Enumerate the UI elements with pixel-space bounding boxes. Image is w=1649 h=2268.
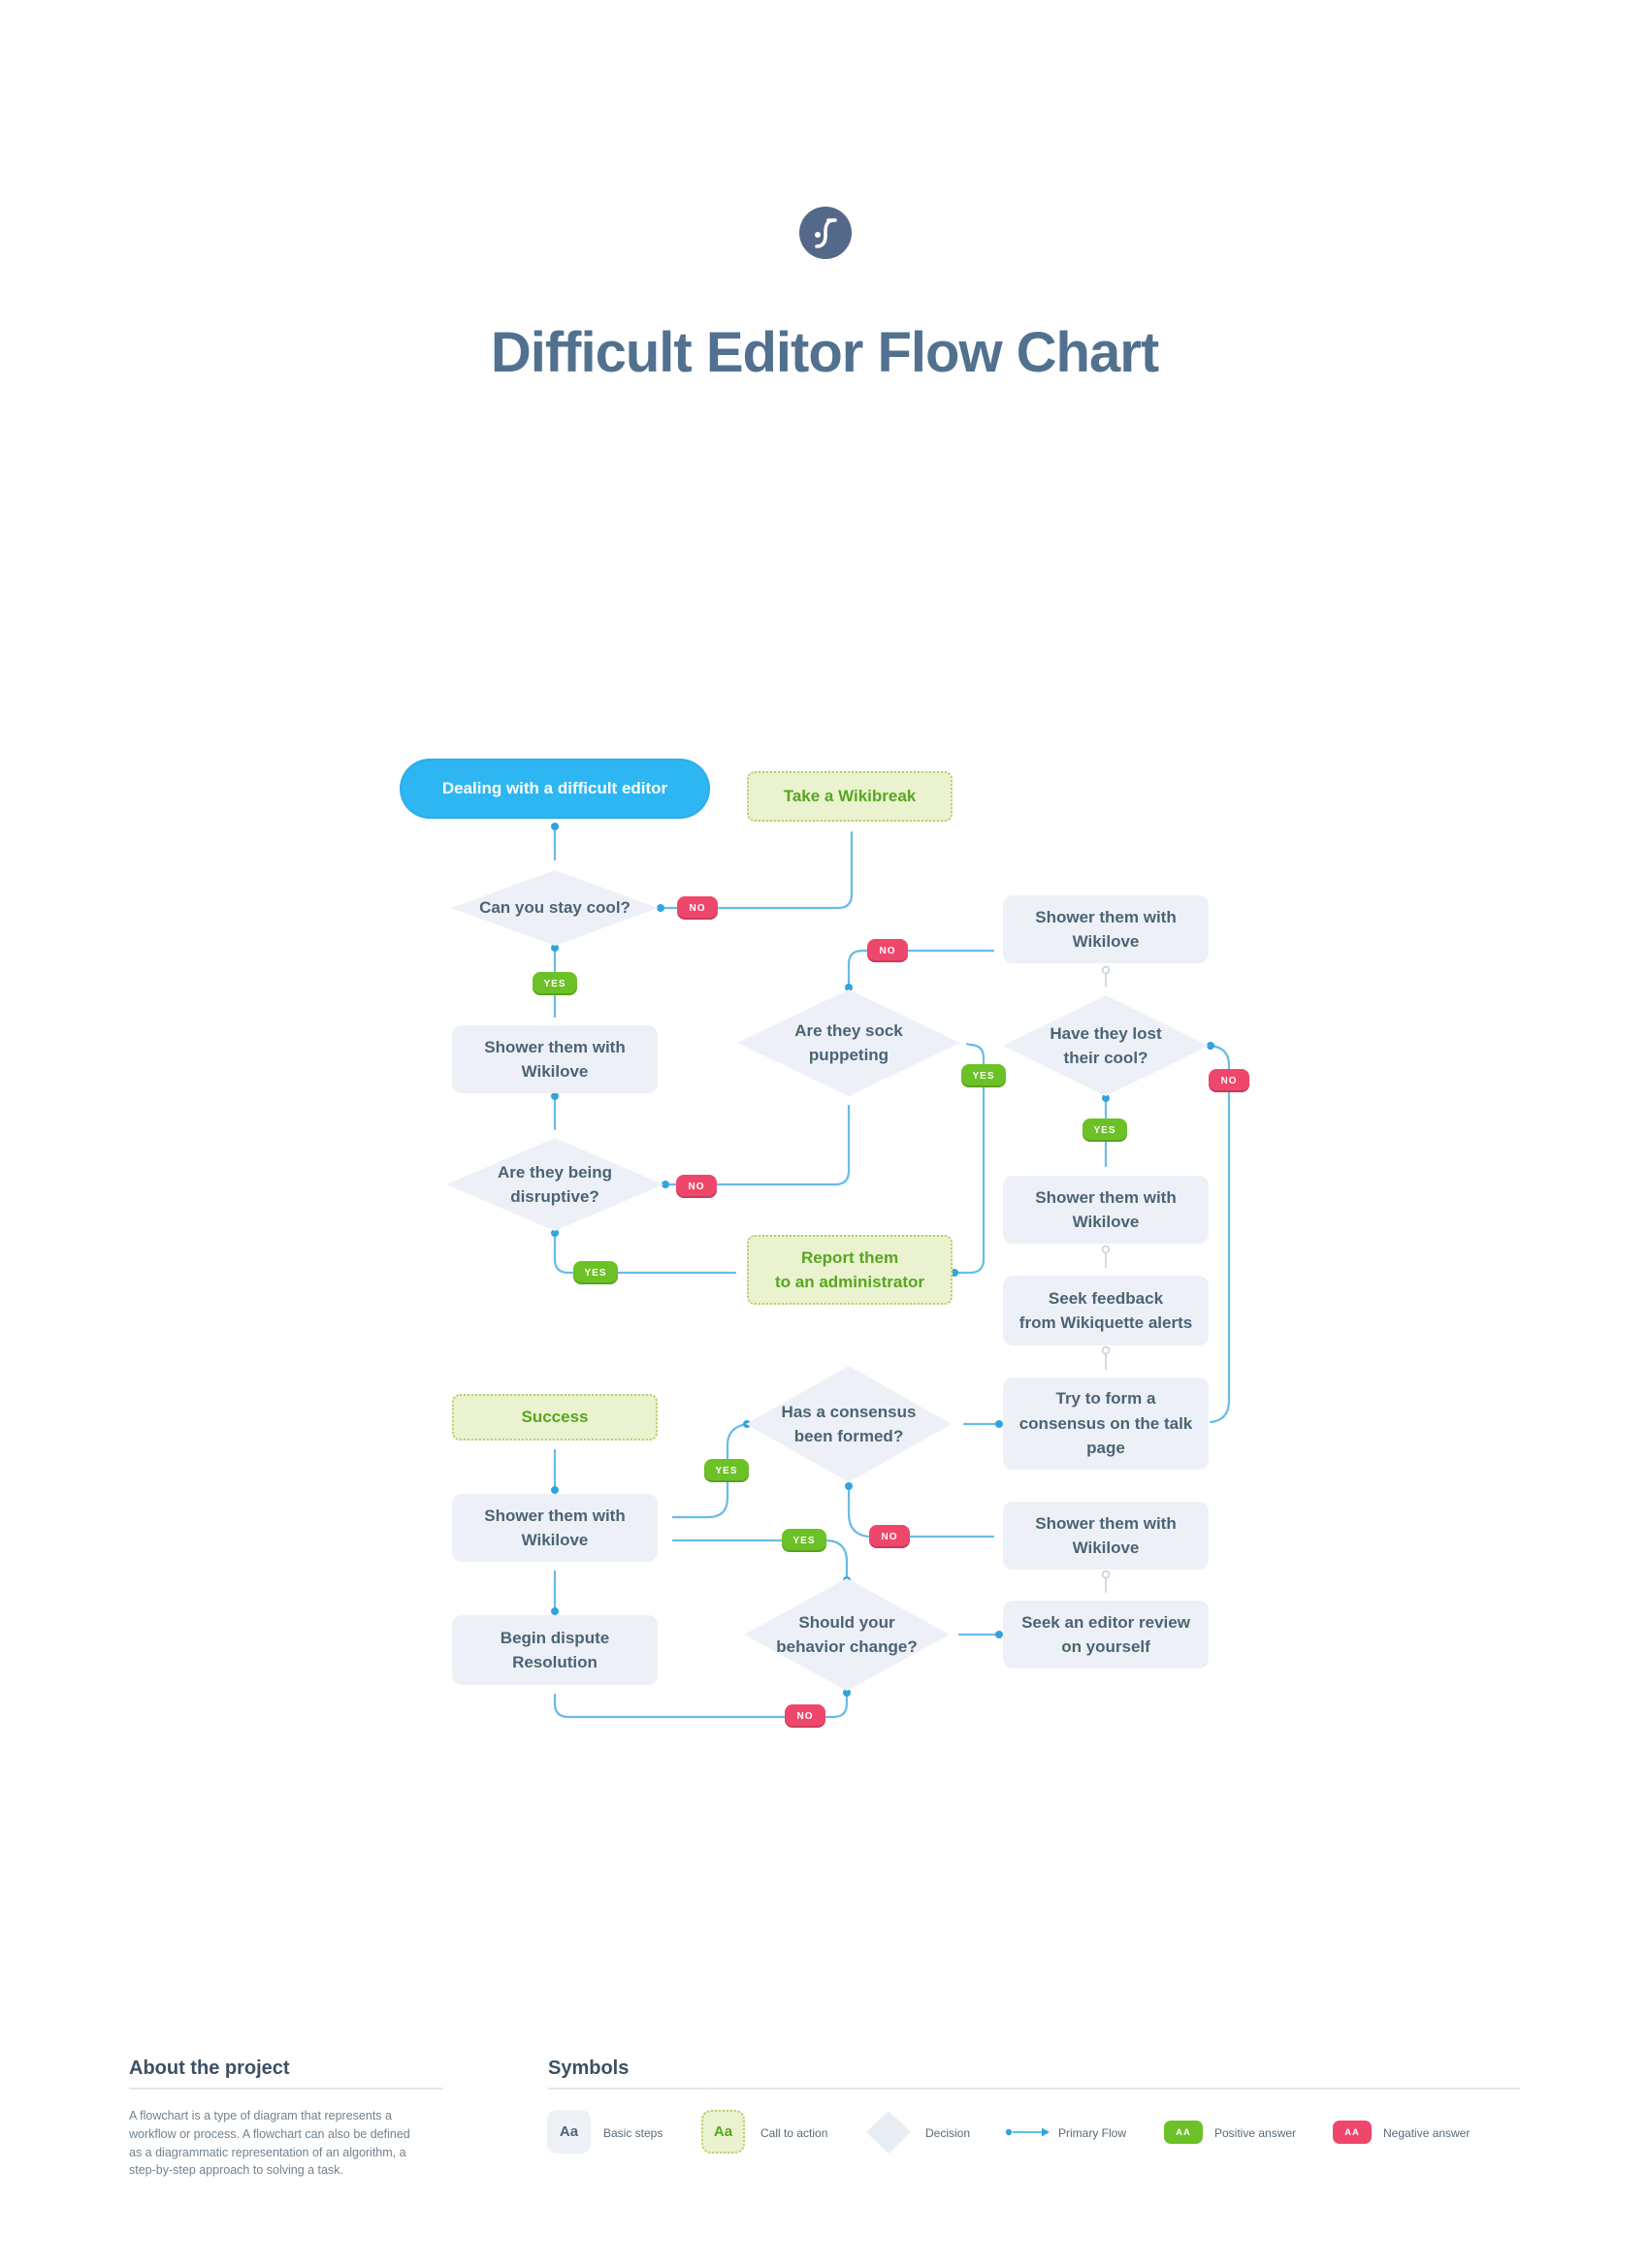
legend-label-positive: Positive answer [1214,2126,1297,2140]
positive-answer-icon: AA [1164,2121,1203,2144]
no-badge: NO [785,1704,825,1728]
no-badge: NO [869,1525,910,1548]
negative-answer-icon: AA [1333,2121,1372,2144]
symbols-heading: Symbols [548,2057,630,2079]
basic-step-icon: Aa [547,2110,591,2154]
node-wikibreak: Take a Wikibreak [747,771,953,822]
node-report: Report them to an administrator [747,1235,953,1305]
call-to-action-icon: Aa [701,2110,745,2154]
page-title: Difficult Editor Flow Chart [490,321,1159,384]
node-sock: Are they sock puppeting [794,1021,903,1065]
node-disruptive: Are they being disruptive? [497,1162,613,1207]
node-cool: Can you stay cool? [479,898,630,918]
legend-label-basic: Basic steps [603,2126,663,2140]
yes-badge: YES [533,972,577,995]
no-badge: NO [867,939,908,962]
about-heading: About the project [129,2057,290,2079]
legend-label-flow: Primary Flow [1058,2126,1127,2140]
node-begin-dispute: Begin dispute Resolution [452,1615,658,1685]
node-success: Success [452,1394,658,1441]
yes-badge: YES [704,1459,749,1482]
node-seek-review: Seek an editor review on yourself [1003,1601,1209,1669]
symbols-divider [548,2088,1520,2090]
yes-badge: YES [573,1261,618,1284]
legend-label-negative: Negative answer [1383,2126,1471,2140]
about-divider [129,2088,443,2090]
primary-flow-icon [1005,2127,1050,2137]
yes-badge: YES [782,1529,826,1552]
no-badge: NO [677,896,718,920]
yes-badge: YES [1083,1118,1127,1142]
no-badge: NO [1209,1069,1249,1092]
no-badge: NO [676,1175,717,1198]
node-shower-1: Shower them with Wikilove [452,1025,658,1093]
node-lost: Have they lost their cool? [1050,1023,1162,1068]
node-seek-feedback: Seek feedback from Wikiquette alerts [1003,1276,1209,1345]
about-text: A flowchart is a type of diagram that re… [129,2109,410,2178]
node-shower-2: Shower them with Wikilove [1003,895,1209,963]
s-curve-logo-icon [815,218,837,248]
legend-label-cta: Call to action [760,2126,828,2140]
yes-badge: YES [961,1064,1006,1087]
node-start: Dealing with a difficult editor [400,759,710,819]
node-shower-4: Shower them with Wikilove [452,1494,658,1562]
legend-label-decision: Decision [925,2126,971,2140]
node-behavior: Should your behavior change? [776,1612,918,1657]
node-consensus: Has a consensus been formed? [781,1402,917,1446]
node-shower-5: Shower them with Wikilove [1003,1502,1209,1570]
node-try-consensus: Try to form a consensus on the talk page [1003,1377,1209,1470]
node-shower-3: Shower them with Wikilove [1003,1176,1209,1244]
brand-logo[interactable] [799,207,852,259]
